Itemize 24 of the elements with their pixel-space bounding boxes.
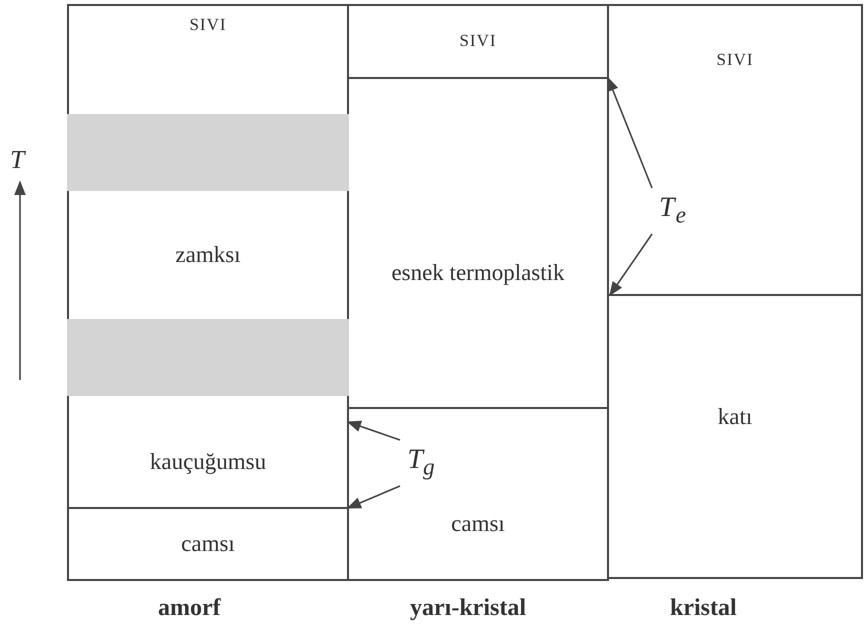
state-label: katı [718, 404, 752, 430]
state-label: SIVI [716, 50, 754, 70]
state-label: camsı [181, 531, 235, 557]
shaded-band [67, 319, 349, 396]
state-label: SIVI [459, 32, 497, 51]
leader-arrow [346, 485, 400, 509]
leader-arrow [346, 420, 400, 441]
leader-arrow [609, 234, 653, 296]
state-label: esnek termoplastik [391, 260, 565, 286]
axis-label: T [10, 145, 24, 175]
state-label: camsı [451, 511, 505, 537]
column-heading: yarı-kristal [410, 595, 526, 622]
temperature-symbol: T$_{g}$ [407, 444, 435, 482]
column-heading: kristal [670, 595, 737, 622]
shaded-band [67, 114, 349, 191]
state-label: SIVI [189, 16, 227, 34]
region-box [67, 507, 349, 581]
state-label: kauçuğumsu [150, 448, 266, 474]
region-box [607, 4, 863, 296]
leader-arrow [607, 76, 653, 188]
region-box [607, 294, 863, 579]
temperature-symbol: T$_{e}$ [659, 192, 687, 230]
column-heading: amorf [158, 595, 221, 622]
state-label: zamksı [175, 242, 241, 268]
